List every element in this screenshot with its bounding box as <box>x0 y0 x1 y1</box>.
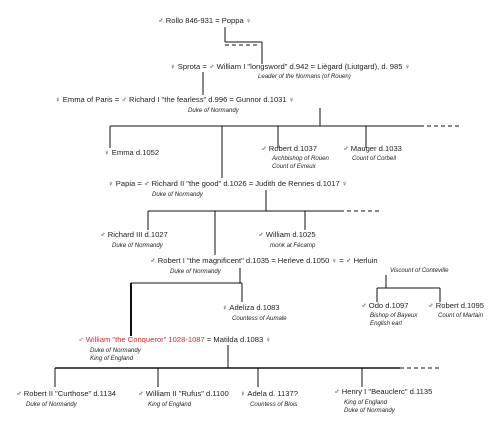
person-rollo: ♂ Rollo 846-931 = Poppa ♀ <box>158 16 252 25</box>
person-curthose: ♂ Robert II "Curthose" d.1134 <box>16 389 117 398</box>
person-robert-mortain: ♂ Robert d.1095 <box>428 301 484 310</box>
note-william-monk: monk at Fécamp <box>270 242 316 249</box>
note-conqueror-2: King of England <box>90 355 134 362</box>
note-robert-arch-2: Count of Evreux <box>272 163 316 170</box>
note-rufus: King of England <box>148 401 192 408</box>
note-richard1: Duke of Normandy <box>188 107 239 114</box>
note-odo-2: English earl <box>370 320 402 327</box>
note-robert1: Duke of Normandy <box>170 268 221 275</box>
person-conqueror: ♂ William "the Conqueror" 1028-1087 = Ma… <box>78 336 271 344</box>
note-conqueror-1: Duke of Normandy <box>90 347 141 354</box>
note-herluin: Viscount of Conteville <box>390 267 449 274</box>
person-william-monk: ♂ William d.1025 <box>258 230 316 239</box>
note-adeliza: Countess of Aumale <box>232 315 287 322</box>
note-adela: Countess of Blois <box>250 401 298 408</box>
note-robert-mortain: Count of Martain <box>438 312 484 319</box>
note-william1: Leader of the Normans (of Rouen) <box>258 73 351 80</box>
person-rufus: ♂ William II "Rufus" d.1100 <box>138 389 229 398</box>
person-adeliza: ♀ Adeliza d.1083 <box>222 303 280 312</box>
person-richard1: ♀ Emma of Paris = ♂ Richard I "the fearl… <box>55 95 295 104</box>
note-odo-1: Bishop of Bayeux <box>370 312 418 319</box>
note-henry1-2: Duke of Normandy <box>344 407 395 414</box>
person-odo: ♂ Odo d.1097 <box>361 301 409 310</box>
note-richard3: Duke of Normandy <box>112 242 163 249</box>
person-mauger: ♂ Mauger d.1033 <box>343 144 402 153</box>
matilda-name: = Matilda d.1083 ♀ <box>204 335 272 344</box>
person-adela: ♀ Adela d. 1137? <box>240 389 298 398</box>
person-william1: ♀ Sprota = ♂ William I "longsword" d.942… <box>170 62 411 71</box>
person-emma: ♀ Emma d.1052 <box>104 148 160 157</box>
person-richard3: ♂ Richard III d.1027 <box>100 230 168 239</box>
note-robert-arch-1: Archbishop of Rouen <box>272 155 329 162</box>
person-henry1: ♂ Henry I "Beauclerc" d.1135 <box>334 387 433 396</box>
person-richard2: ♀ Papia = ♂ Richard II "the good" d.1026… <box>108 179 348 188</box>
note-mauger: Count of Corbeil <box>352 155 397 162</box>
note-curthose: Duke of Normandy <box>26 401 77 408</box>
note-richard2: Duke of Normandy <box>152 191 203 198</box>
person-robert1: ♂ Robert I "the magnificent" d.1035 = He… <box>150 256 378 265</box>
conqueror-name: ♂ William "the Conqueror" 1028-1087 <box>78 335 205 344</box>
person-robert-arch: ♂ Robert d.1037 <box>261 144 317 153</box>
note-henry1-1: King of England <box>344 399 388 406</box>
